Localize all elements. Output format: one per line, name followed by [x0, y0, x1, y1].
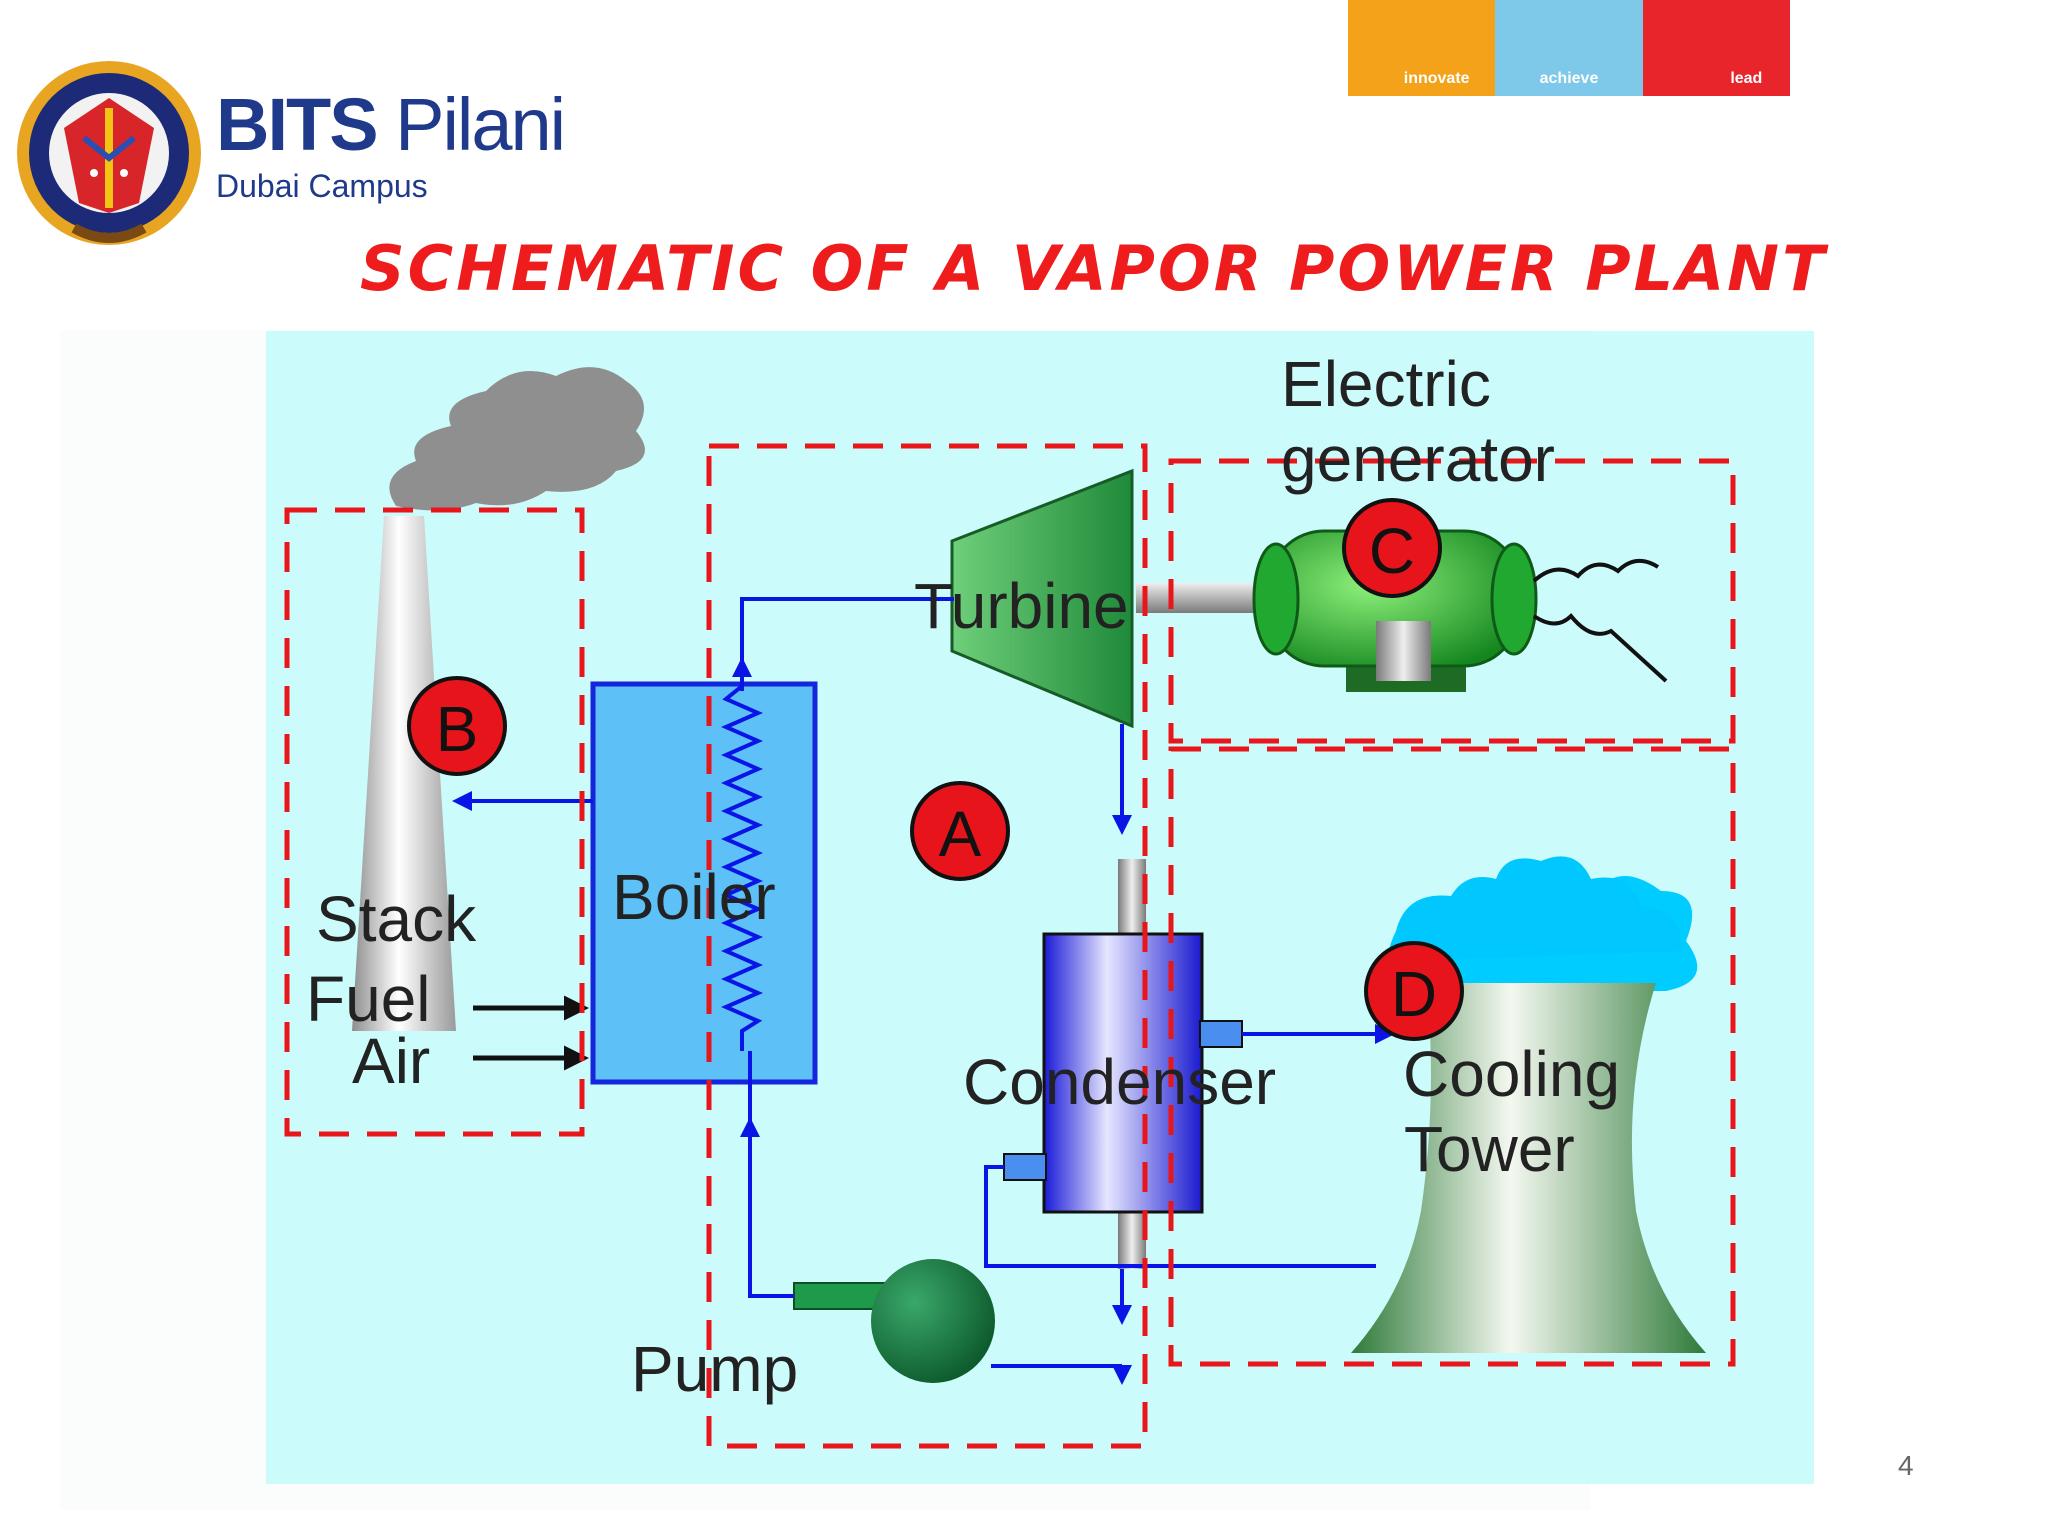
boiler-label: Boiler [612, 861, 776, 933]
generator-label-line1: Electric [1281, 348, 1491, 420]
boundary-a [706, 443, 1148, 1449]
marker-b-label: B [436, 693, 479, 765]
boiler-body [590, 681, 818, 1085]
brand-name: BITS Pilani [216, 83, 566, 166]
turbine-label: Turbine [914, 570, 1129, 642]
marker-b: B [407, 676, 507, 776]
fuel-label: Fuel [306, 963, 431, 1035]
ribbon-innovate: innovate [1348, 0, 1496, 96]
working-fluid-pipes [452, 597, 1395, 1385]
smoke-cloud [389, 367, 645, 511]
electric-generator [1252, 529, 1668, 692]
control-volume-boundaries [284, 443, 1736, 1449]
ribbon-achieve: achieve [1495, 0, 1643, 96]
ribbon-lead: lead [1642, 0, 1790, 96]
cooling-label-line2: Tower [1404, 1113, 1575, 1185]
marker-a: A [910, 781, 1010, 881]
marker-c-label: C [1369, 515, 1415, 587]
vapor-power-plant-diagram: B A C D Stack Fuel Air Boiler Turbine El… [266, 331, 1814, 1484]
stack-chimney [352, 516, 456, 1031]
condenser-label: Condenser [963, 1046, 1276, 1118]
pump-body [871, 1259, 995, 1383]
stack-label: Stack [316, 883, 477, 955]
boundary-b [284, 507, 585, 1137]
page-number: 4 [1898, 1450, 1914, 1481]
marker-d-label: D [1391, 958, 1437, 1030]
condenser-body [1042, 932, 1204, 1214]
marker-c: C [1342, 498, 1442, 598]
cooling-tower-body [1351, 983, 1706, 1353]
turbine-body [950, 468, 1134, 729]
ribbon-achieve-label: achieve [1539, 70, 1599, 87]
slide-title: SCHEMATIC OF A VAPOR POWER PLANT [360, 232, 1828, 305]
pump-label: Pump [631, 1333, 798, 1405]
air-label: Air [352, 1025, 430, 1097]
marker-a-label: A [939, 798, 982, 870]
boiler-coil [721, 661, 763, 1051]
boundary-d [1168, 746, 1736, 1367]
cooling-label-line1: Cooling [1403, 1038, 1620, 1110]
ribbon-lead-label: lead [1730, 70, 1763, 87]
brand-subtitle: Dubai Campus [216, 168, 428, 204]
boundary-c [1168, 458, 1736, 744]
generator-label-line2: generator [1281, 423, 1555, 495]
bits-logo-emblem [17, 61, 201, 245]
ribbon-innovate-label: innovate [1403, 70, 1470, 87]
brand-block: BITS Pilani Dubai Campus [216, 83, 566, 205]
tagline-ribbon: innovate achieve lead [1348, 0, 1790, 96]
marker-d: D [1364, 941, 1464, 1041]
